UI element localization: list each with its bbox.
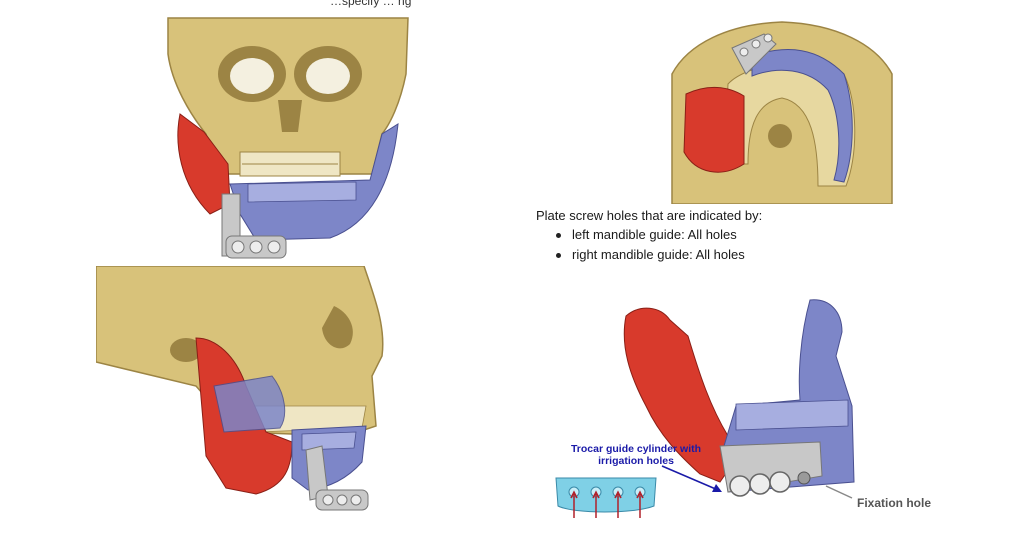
- inferior-skull-illustration: [671, 21, 893, 204]
- notes-item-left: left mandible guide: All holes: [550, 227, 762, 243]
- notes-item-label: right mandible guide: All holes: [572, 247, 745, 262]
- inferior-skull-view: [668, 14, 896, 204]
- notes-title: Plate screw holes that are indicated by:: [536, 208, 763, 223]
- mandible-guide-illustration: [623, 299, 855, 499]
- trocar-arrow-icon: [661, 465, 722, 492]
- frontal-skull-illustration: [167, 17, 409, 259]
- mandible-guide-view: [560, 296, 860, 510]
- plate-screw-notes: Plate screw holes that are indicated by:…: [536, 208, 762, 267]
- lateral-skull-illustration: [96, 266, 384, 511]
- bullet-icon: [556, 253, 561, 258]
- irrigation-inset-illustration: [555, 477, 657, 518]
- notes-item-label: left mandible guide: All holes: [572, 227, 737, 242]
- irrigation-inset: [554, 474, 658, 520]
- notes-item-right: right mandible guide: All holes: [550, 247, 762, 263]
- bullet-icon: [556, 233, 561, 238]
- trocar-callout: Trocar guide cylinder with irrigation ho…: [570, 443, 702, 467]
- fixation-callout: Fixation hole: [857, 496, 932, 510]
- notes-list: left mandible guide: All holes right man…: [536, 227, 762, 263]
- partial-caption: …specify … ng: [330, 0, 412, 8]
- lateral-skull-view: [96, 266, 396, 520]
- frontal-skull-view: [160, 14, 420, 264]
